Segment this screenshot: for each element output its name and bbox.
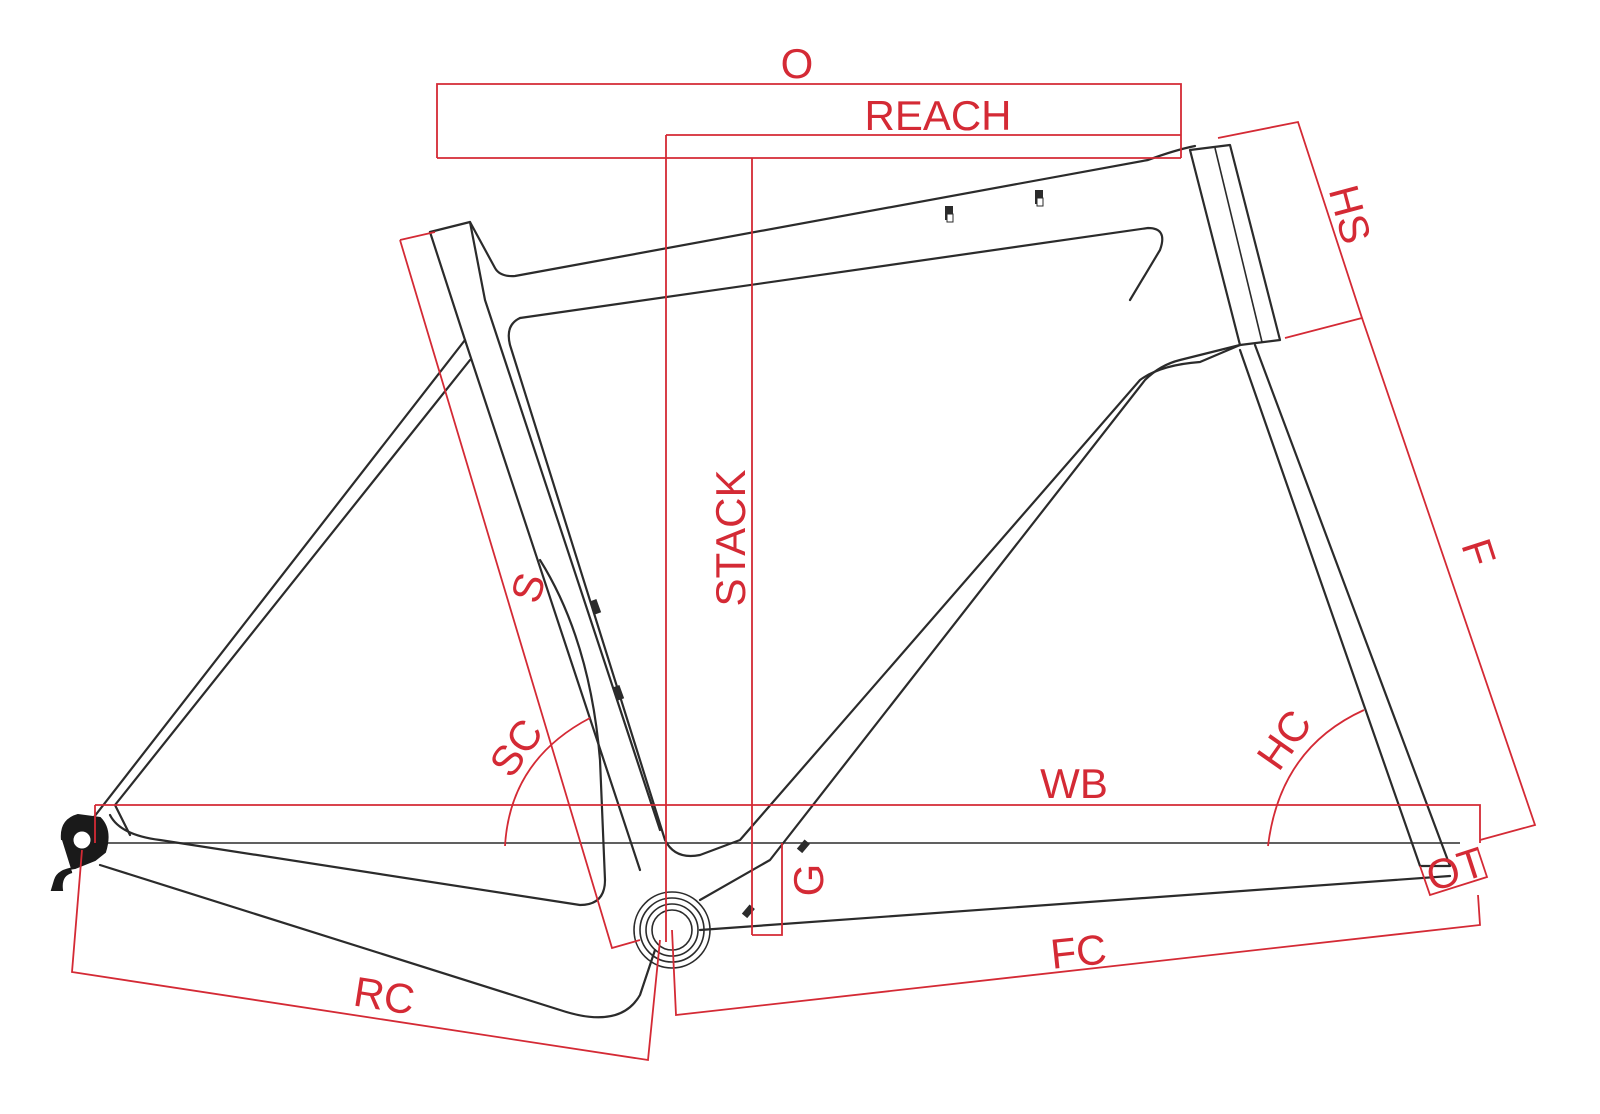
- fork: [1238, 343, 1452, 868]
- down-tube: [698, 343, 1242, 902]
- seat-stay-inner: [113, 358, 472, 837]
- label-o: O: [781, 40, 814, 87]
- dim-f: [1361, 317, 1537, 841]
- seat-stay-outer: [78, 338, 467, 837]
- dim-sc-arc: [504, 717, 591, 847]
- head-tube-line: [1214, 147, 1263, 343]
- label-f: F: [1452, 533, 1505, 572]
- top-tube-inner: [518, 226, 1164, 320]
- dimension-lines: [71, 83, 1537, 1062]
- chain-stay-lower: [98, 863, 657, 1019]
- label-fc: FC: [1048, 925, 1109, 978]
- label-hs: HS: [1320, 180, 1381, 249]
- chain-stay-upper: [108, 558, 607, 907]
- dimension-labels: O REACH HS STACK S F SC HC WB G OT FC RC: [351, 40, 1505, 1024]
- label-s: S: [502, 567, 555, 608]
- dim-rc: [71, 849, 661, 1062]
- label-stack: STACK: [707, 470, 754, 607]
- label-wb: WB: [1040, 760, 1108, 807]
- label-g: G: [785, 864, 832, 897]
- dim-hs: [1217, 120, 1364, 339]
- label-hc: HC: [1247, 701, 1320, 778]
- dim-hc-arc: [1267, 709, 1365, 847]
- cable-guides: [589, 190, 1044, 919]
- dim-wb: [95, 804, 1481, 843]
- label-reach: REACH: [864, 92, 1011, 139]
- seat-tube: [428, 220, 662, 832]
- dim-fc: [671, 894, 1481, 1017]
- dim-ot: [1419, 849, 1489, 897]
- dim-g: [752, 843, 783, 936]
- bb-lower-stay: [698, 874, 1452, 932]
- label-sc: SC: [480, 710, 552, 785]
- head-tube: [1188, 143, 1282, 347]
- front-triangle-inner: [507, 316, 1242, 858]
- dim-s: [399, 231, 641, 950]
- top-tube: [468, 144, 1197, 278]
- dim-o: [436, 83, 1182, 158]
- bike-frame: [50, 143, 1460, 1019]
- label-ot: OT: [1421, 838, 1491, 901]
- seat-tube-rear: [428, 230, 642, 872]
- bottom-bracket: [633, 891, 711, 969]
- label-rc: RC: [351, 968, 418, 1024]
